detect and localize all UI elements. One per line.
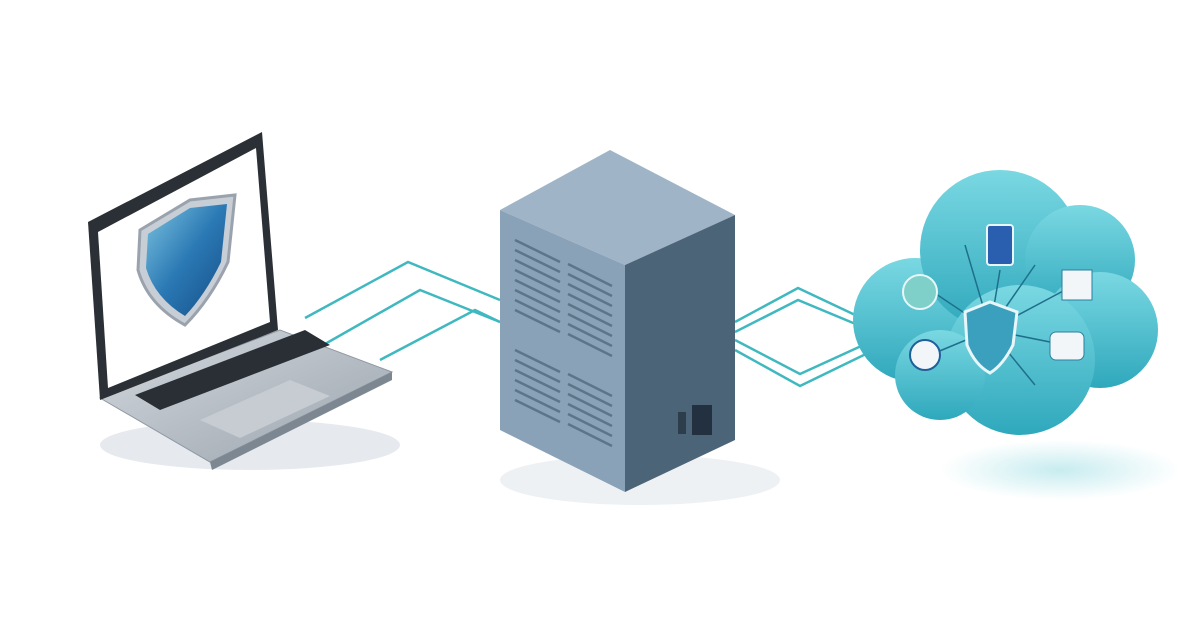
cloud-security-icon (853, 170, 1180, 500)
connector-laptop-server (304, 260, 501, 362)
shield-icon (963, 300, 1019, 375)
trackpad (200, 380, 330, 438)
port-icon (678, 412, 686, 434)
server-vents (514, 238, 613, 448)
cloud-chart-icon (1049, 331, 1085, 361)
laptop-icon (88, 132, 400, 470)
server-tower-icon (500, 150, 780, 505)
shield-icon (136, 193, 237, 327)
connector-server-cloud (734, 286, 871, 388)
hexagon-icon (909, 339, 941, 371)
list-icon (902, 274, 938, 310)
keyboard-icon (135, 330, 330, 410)
document-icon (986, 224, 1014, 266)
spreadsheet-icon (1061, 269, 1093, 301)
power-switch-icon (692, 405, 712, 435)
